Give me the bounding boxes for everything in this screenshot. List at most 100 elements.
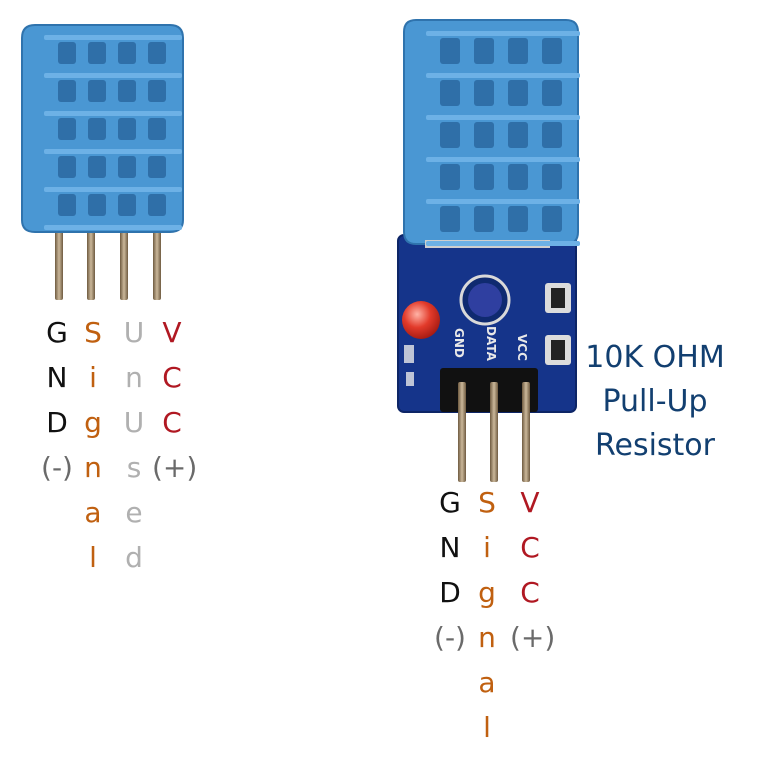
housing-rib — [426, 73, 580, 78]
left-label-signal-char: a — [84, 496, 102, 529]
vent-hole — [58, 42, 76, 64]
right-label-signal-char: S — [478, 486, 496, 519]
right-module-pins — [458, 382, 530, 482]
vent-hole — [58, 194, 76, 216]
vent-hole — [58, 156, 76, 178]
left-label-signal-char: S — [84, 316, 102, 349]
board-label-data: DATA — [484, 326, 498, 362]
housing-rib — [44, 225, 182, 230]
right-label-signal-char: l — [483, 711, 491, 744]
left-label-gnd-polarity: (-) — [41, 451, 73, 484]
right-label-gnd-char: D — [439, 576, 461, 609]
right-pin-vcc — [522, 382, 530, 482]
pull-up-resistor-note: 10K OHM Pull-Up Resistor — [560, 336, 750, 468]
vent-hole — [148, 80, 166, 102]
housing-rib — [44, 73, 182, 78]
board-label-vcc: VCC — [515, 334, 529, 361]
left-label-vcc-char: C — [162, 406, 182, 439]
left-label-unused-char: d — [125, 541, 143, 574]
vent-hole — [440, 206, 460, 232]
vent-hole — [118, 80, 136, 102]
vent-hole — [508, 122, 528, 148]
status-led — [402, 301, 440, 339]
vent-hole — [118, 156, 136, 178]
right-pin-data — [490, 382, 498, 482]
vent-hole — [440, 38, 460, 64]
vent-hole — [88, 42, 106, 64]
right-label-signal-char: i — [483, 531, 491, 564]
left-pin-unused — [120, 225, 128, 300]
housing-rib — [426, 199, 580, 204]
left-label-unused-char: s — [126, 451, 142, 484]
vent-hole — [542, 80, 562, 106]
left-label-gnd-char: G — [46, 316, 68, 349]
vent-hole — [118, 118, 136, 140]
right-pin-gnd — [458, 382, 466, 482]
vent-hole — [542, 206, 562, 232]
vent-hole — [542, 122, 562, 148]
right-label-vcc-char: C — [520, 576, 540, 609]
vent-hole — [440, 164, 460, 190]
smd-resistor-bottom — [545, 335, 571, 365]
vent-hole — [148, 156, 166, 178]
vent-hole — [542, 38, 562, 64]
vent-hole — [88, 80, 106, 102]
left-label-unused-char: U — [123, 316, 145, 349]
vent-hole — [440, 122, 460, 148]
right-label-signal-char: n — [478, 621, 496, 654]
vent-hole — [88, 194, 106, 216]
vent-hole — [508, 164, 528, 190]
left-label-signal-char: n — [84, 451, 102, 484]
vent-hole — [118, 42, 136, 64]
right-label-gnd-polarity: (-) — [434, 621, 466, 654]
right-dht-module: GND DATA VCC — [397, 19, 580, 482]
left-label-signal-char: i — [89, 361, 97, 394]
housing-rib — [44, 35, 182, 40]
left-pin-gnd — [55, 225, 63, 300]
housing-rib — [426, 241, 580, 246]
left-sensor-vent-grid — [44, 35, 182, 230]
left-sensor-pins — [55, 225, 161, 300]
vent-hole — [58, 118, 76, 140]
left-label-unused-char: e — [125, 496, 143, 529]
right-label-gnd-char: N — [439, 531, 461, 564]
vent-hole — [88, 156, 106, 178]
note-line-1: 10K OHM — [585, 340, 725, 375]
housing-rib — [426, 157, 580, 162]
vent-hole — [118, 194, 136, 216]
housing-rib — [426, 31, 580, 36]
housing-rib — [426, 115, 580, 120]
left-label-gnd-char: D — [46, 406, 68, 439]
vent-hole — [508, 206, 528, 232]
vent-hole — [440, 80, 460, 106]
left-label-signal-char: l — [89, 541, 97, 574]
left-label-signal-char: g — [84, 406, 102, 439]
left-label-vcc-char: C — [162, 361, 182, 394]
left-pin-signal — [87, 225, 95, 300]
left-dht-sensor — [21, 24, 184, 300]
housing-rib — [44, 111, 182, 116]
vent-hole — [542, 164, 562, 190]
vent-hole — [474, 206, 494, 232]
right-label-vcc-polarity: (+) — [510, 621, 556, 654]
left-label-gnd-char: N — [46, 361, 68, 394]
right-label-vcc-char: V — [520, 486, 540, 519]
vent-hole — [148, 194, 166, 216]
left-label-unused-char: n — [125, 361, 143, 394]
right-label-signal-char: g — [478, 576, 496, 609]
board-label-gnd: GND — [452, 328, 466, 358]
vent-hole — [508, 80, 528, 106]
right-label-vcc-char: C — [520, 531, 540, 564]
vent-hole — [58, 80, 76, 102]
vent-hole — [474, 164, 494, 190]
note-line-3: Resistor — [595, 428, 715, 463]
